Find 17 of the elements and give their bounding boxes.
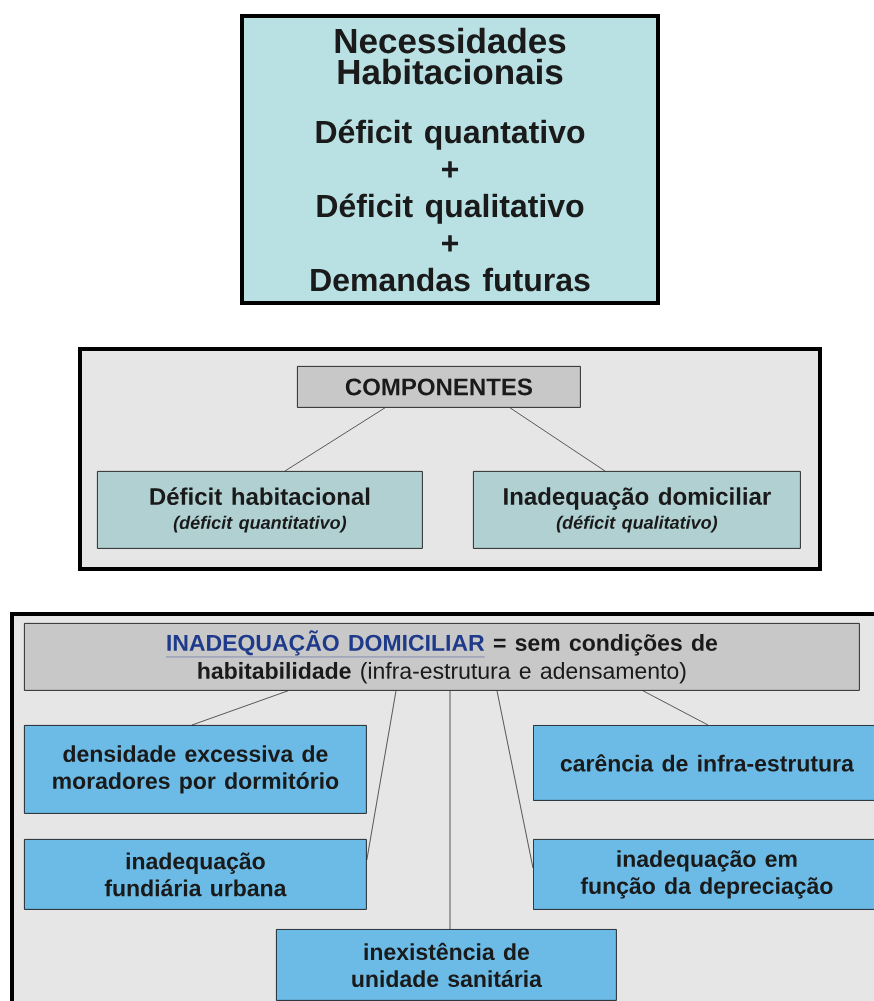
connector-line bbox=[366, 690, 397, 861]
component-box: Inadequação domiciliar (déficit qualitativo) bbox=[473, 471, 801, 549]
connector-line bbox=[449, 690, 451, 930]
connector-line bbox=[496, 690, 534, 869]
category-box: inexistência de unidade sanitária bbox=[276, 929, 617, 1001]
category-box: inadequação em função da depreciação bbox=[533, 839, 874, 910]
summary-box: Necessidades Habitacionais Déficit quantativo + Déficit qualitativo + Demandas futuras bbox=[240, 14, 660, 305]
category-box: carência de infra-estrutura bbox=[533, 725, 874, 801]
connector-line bbox=[642, 690, 709, 726]
category-box: densidade excessiva de moradores por dormitório bbox=[24, 725, 367, 814]
heading-box: INADEQUAÇÃO DOMICILIAR = sem condições de habitabilidade (infra-estrutura e adensamento) bbox=[24, 623, 860, 691]
connector-line bbox=[191, 690, 289, 726]
connector-line bbox=[509, 407, 606, 472]
category-box: inadequação fundiária urbana bbox=[24, 839, 367, 910]
component-box: Déficit habitacional (déficit quantitativo) bbox=[97, 471, 423, 549]
heading-box: COMPONENTES bbox=[297, 366, 581, 408]
connector-line bbox=[284, 407, 386, 472]
